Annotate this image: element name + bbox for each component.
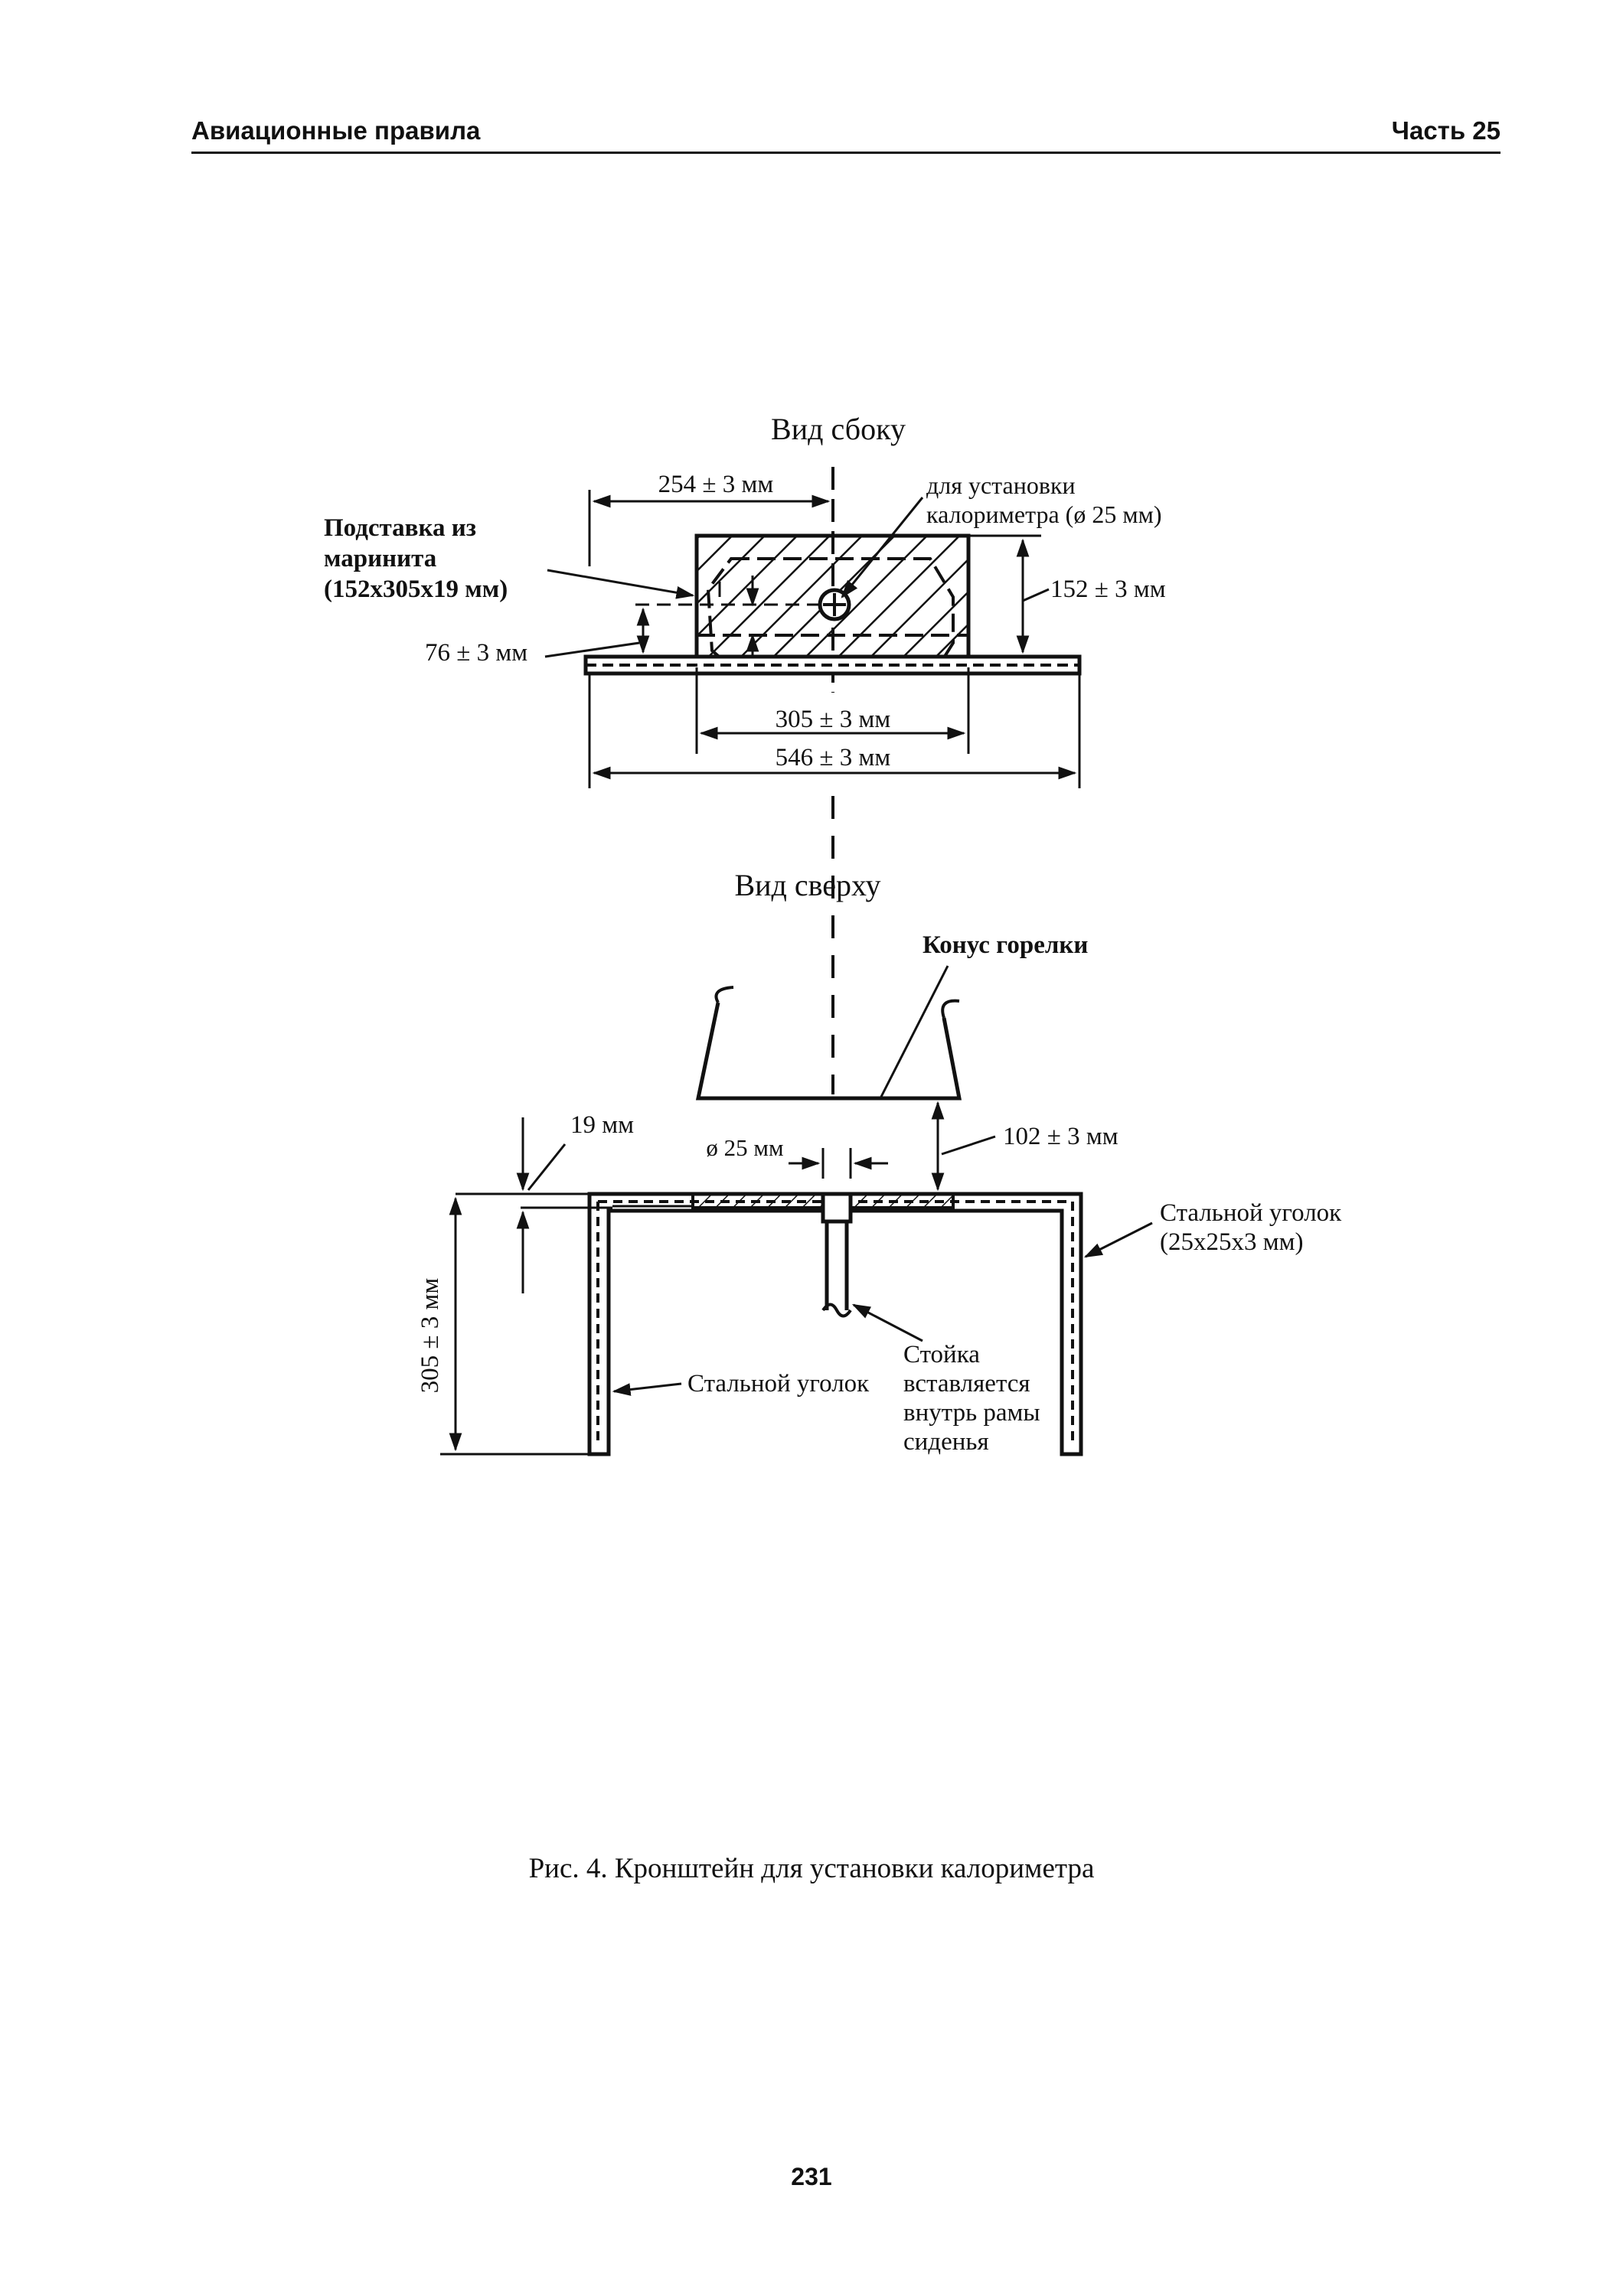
- page-header: Авиационные правила Часть 25: [191, 115, 1501, 154]
- side-view-title: Вид сбоку: [771, 412, 906, 446]
- dimension-19: 19 мм: [456, 1111, 634, 1293]
- post-note-line3: внутрь рамы: [903, 1399, 1040, 1427]
- header-document-title: Авиационные правила: [191, 116, 481, 145]
- post-note-line1: Стойка: [903, 1341, 980, 1368]
- dim-305-vertical-label: 305 ± 3 мм: [416, 1278, 444, 1394]
- dim-102-label: 102 ± 3 мм: [1003, 1123, 1118, 1150]
- top-view: Вид сверху Конус горелки 102 ± 3 мм: [416, 796, 1342, 1456]
- post-note-leader: [851, 1303, 923, 1342]
- dimension-76: 76 ± 3 мм: [425, 603, 833, 667]
- dim-305-label: 305 ± 3 мм: [776, 706, 891, 733]
- dim-546-label: 546 ± 3 мм: [776, 744, 891, 771]
- burner-cone: Конус горелки: [695, 931, 1088, 1101]
- side-angle-bar: [583, 654, 1082, 676]
- dim-254-label: 254 ± 3 мм: [658, 471, 774, 498]
- dim-25-label: ø 25 мм: [706, 1134, 783, 1161]
- dimension-254: 254 ± 3 мм: [588, 471, 831, 566]
- post-note-line4: сиденья: [903, 1428, 989, 1456]
- calorimeter-note-line2: калориметра (ø 25 мм): [926, 501, 1161, 528]
- marinite-label-line1: Подставка из: [324, 514, 476, 542]
- dim-152-label: 152 ± 3 мм: [1050, 576, 1166, 603]
- figure-caption: Рис. 4. Кронштейн для установки калориме…: [528, 1853, 1095, 1884]
- steel-angle-left-label: Стальной уголок: [687, 1370, 870, 1397]
- dim-19-label: 19 мм: [570, 1111, 634, 1139]
- dimension-305-vertical: 305 ± 3 мм: [416, 1196, 589, 1456]
- dimension-102: 102 ± 3 мм: [931, 1101, 1118, 1192]
- marinite-label-line2: маринита: [324, 545, 436, 572]
- header-part-number: Часть 25: [1391, 116, 1501, 145]
- marinite-leader: [547, 569, 695, 599]
- steel-angle-right-line1: Стальной уголок: [1160, 1199, 1342, 1227]
- dim-76-label: 76 ± 3 мм: [425, 639, 527, 667]
- steel-angle-right-leader: [1083, 1221, 1153, 1258]
- burner-cone-label: Конус горелки: [923, 931, 1088, 959]
- calorimeter-post: [821, 1192, 853, 1318]
- page-number: 231: [791, 2163, 832, 2190]
- calorimeter-note-leader: [841, 497, 924, 598]
- marinite-label-line3: (152х305х19 мм): [324, 576, 508, 603]
- dimension-25: ø 25 мм: [706, 1134, 888, 1179]
- calorimeter-note-line1: для установки: [926, 471, 1076, 499]
- top-view-title: Вид сверху: [734, 868, 880, 902]
- post-note-line2: вставляется: [903, 1370, 1030, 1397]
- dimension-546: 546 ± 3 мм: [588, 673, 1081, 788]
- dimension-305: 305 ± 3 мм: [695, 667, 970, 754]
- steel-angle-left-leader: [612, 1382, 682, 1396]
- side-view: Вид сбоку 254 ± 3 мм для установки: [324, 412, 1166, 788]
- steel-angle-right-line2: (25x25x3 мм): [1160, 1228, 1304, 1256]
- dimension-152: 152 ± 3 мм: [968, 534, 1166, 654]
